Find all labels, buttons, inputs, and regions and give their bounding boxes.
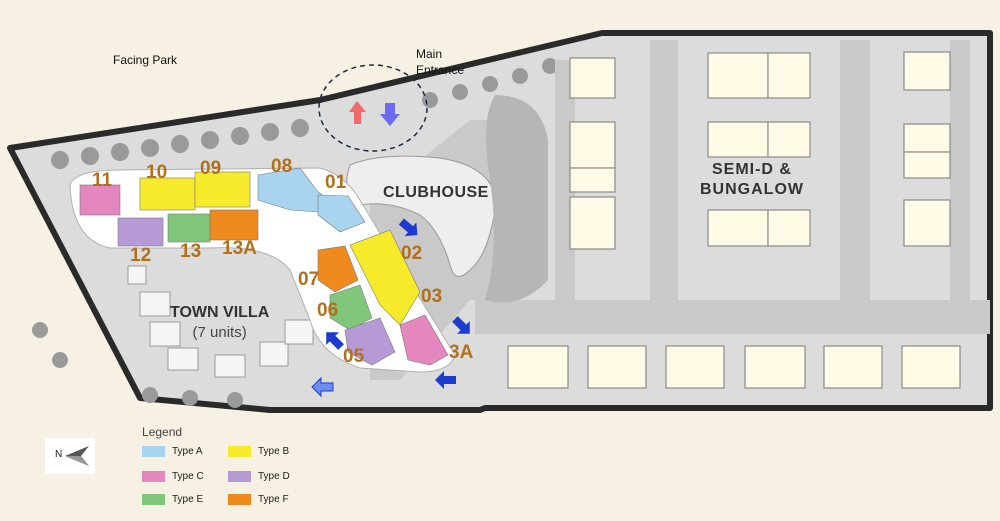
legend-swatch: [142, 446, 165, 457]
legend-item-type-c: Type C: [142, 471, 204, 482]
block-label: 12: [130, 245, 152, 266]
legend-swatch: [228, 471, 251, 482]
block-label: 13A: [222, 238, 257, 259]
main-entrance-line1: Main: [416, 47, 443, 61]
block-label: 09: [200, 158, 222, 179]
block-label: 06: [317, 300, 339, 321]
landscape-curve: [485, 95, 548, 303]
legend-label: Type B: [258, 446, 290, 457]
bungalow-lots: [569, 51, 951, 250]
traffic-arrow-icon: [435, 371, 456, 389]
town-villa-houses: [127, 265, 314, 378]
block-label: 02: [401, 243, 423, 264]
town-villa-label: TOWN VILLA (7 units): [170, 303, 269, 343]
semi-d-line2: BUNGALOW: [700, 181, 804, 198]
compass-arrow-icon: [65, 446, 89, 466]
block-label: 08: [271, 156, 293, 177]
legend-label: Type F: [258, 494, 289, 505]
block-label: 03: [421, 286, 443, 307]
unit-blocks: [79, 167, 449, 366]
entrance-out-arrow-icon: [380, 103, 400, 126]
legend-item-type-d: Type D: [228, 471, 290, 482]
town-villa-title: TOWN VILLA: [170, 304, 270, 321]
traffic-arrow-icon: [326, 332, 344, 350]
town-villa-units: (7 units): [192, 324, 247, 341]
block-label: 05: [343, 346, 365, 367]
clubhouse-label: CLUBHOUSE: [383, 184, 489, 201]
legend-swatch: [228, 446, 251, 457]
legend-label: Type D: [258, 471, 290, 482]
legend-swatch: [142, 471, 165, 482]
semi-d-line1: SEMI-D &: [711, 161, 792, 178]
traffic-arrow-icons: [311, 218, 470, 398]
traffic-arrow-icon: [398, 218, 418, 237]
clubhouse-pond: [346, 155, 496, 277]
main-entrance-line2: Entrance: [416, 63, 465, 77]
facing-park-label: Facing Park: [113, 53, 178, 67]
block-label: 07: [298, 269, 320, 290]
north-compass: N: [45, 438, 95, 474]
legend-swatch: [142, 494, 165, 505]
compass-n-label: N: [55, 449, 63, 460]
traffic-arrow-icon: [311, 376, 334, 398]
block-label: 3A: [449, 342, 474, 363]
legend-swatch: [228, 494, 251, 505]
legend-item-type-a: Type A: [142, 446, 203, 457]
legend-item-type-e: Type E: [142, 494, 203, 505]
block-label: 10: [146, 162, 168, 183]
legend-label: Type E: [172, 494, 204, 505]
block-label: 01: [325, 172, 347, 193]
legend-title: Legend: [142, 425, 183, 439]
entrance-in-arrow-icon: [349, 101, 366, 124]
legend-item-type-b: Type B: [228, 446, 289, 457]
traffic-arrow-icon: [452, 316, 470, 334]
bungalow-lots-south: [507, 345, 961, 389]
main-entrance-label: Main Entrance: [416, 46, 464, 78]
legend-item-type-f: Type F: [228, 494, 289, 505]
legend-label: Type A: [172, 446, 203, 457]
tree-line: [32, 58, 558, 408]
semi-d-bungalow-label: SEMI-D & BUNGALOW: [700, 160, 804, 200]
main-entrance-circle: [318, 64, 428, 152]
block-label: 11: [92, 170, 113, 191]
block-label: 13: [180, 241, 202, 262]
legend-label: Type C: [172, 471, 204, 482]
